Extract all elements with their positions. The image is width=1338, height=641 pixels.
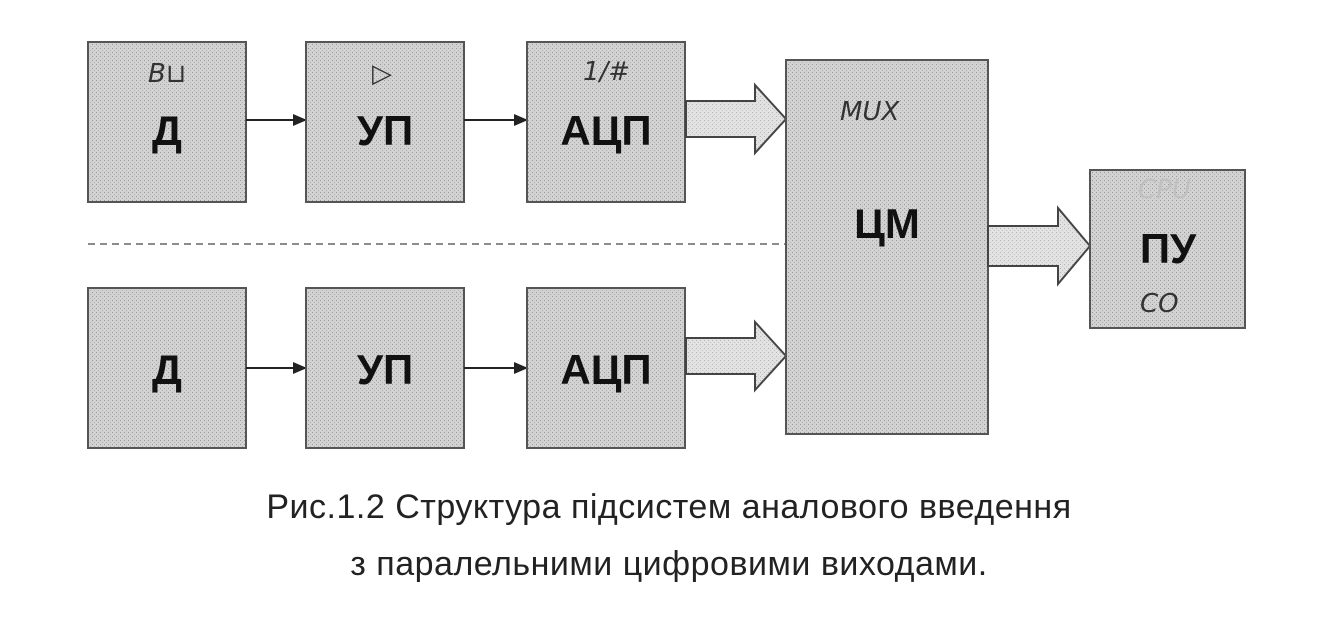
block-d-bottom: Д xyxy=(87,287,247,449)
bus-arrow-adc-cm-top xyxy=(685,82,788,156)
block-cm: MUX ЦМ xyxy=(785,59,989,435)
label-adc-bottom: АЦП xyxy=(560,346,651,393)
block-d-top: B⊔ Д xyxy=(87,41,247,203)
note-cm: MUX xyxy=(840,97,900,127)
label-adc-top: АЦП xyxy=(560,107,651,154)
block-adc-bottom: АЦП xyxy=(526,287,686,449)
label-cm: ЦМ xyxy=(854,200,920,247)
block-up-bottom: УП xyxy=(305,287,465,449)
label-up-top: УП xyxy=(357,107,413,154)
note-pu-top: CPU xyxy=(1138,175,1191,205)
block-up-top: ▷ УП xyxy=(305,41,465,203)
bus-arrow-cm-pu xyxy=(987,205,1092,287)
bus-arrow-adc-cm-bottom xyxy=(685,319,788,393)
label-up-bottom: УП xyxy=(357,346,413,393)
label-d-bottom: Д xyxy=(152,346,182,393)
figure-caption-line-1: Рис.1.2 Структура підсистем аналового вв… xyxy=(266,488,1072,526)
note-up-top: ▷ xyxy=(372,59,392,89)
note-d-top: B⊔ xyxy=(148,59,186,89)
label-d-top: Д xyxy=(152,107,182,154)
figure-caption-line-2: з паралельними цифровими виходами. xyxy=(350,545,988,583)
block-pu: CPU ПУ CO xyxy=(1089,169,1246,329)
label-pu: ПУ xyxy=(1140,225,1197,272)
note-adc-top: 1/# xyxy=(583,57,630,87)
block-adc-top: 1/# АЦП xyxy=(526,41,686,203)
note-pu-bottom: CO xyxy=(1140,289,1179,319)
